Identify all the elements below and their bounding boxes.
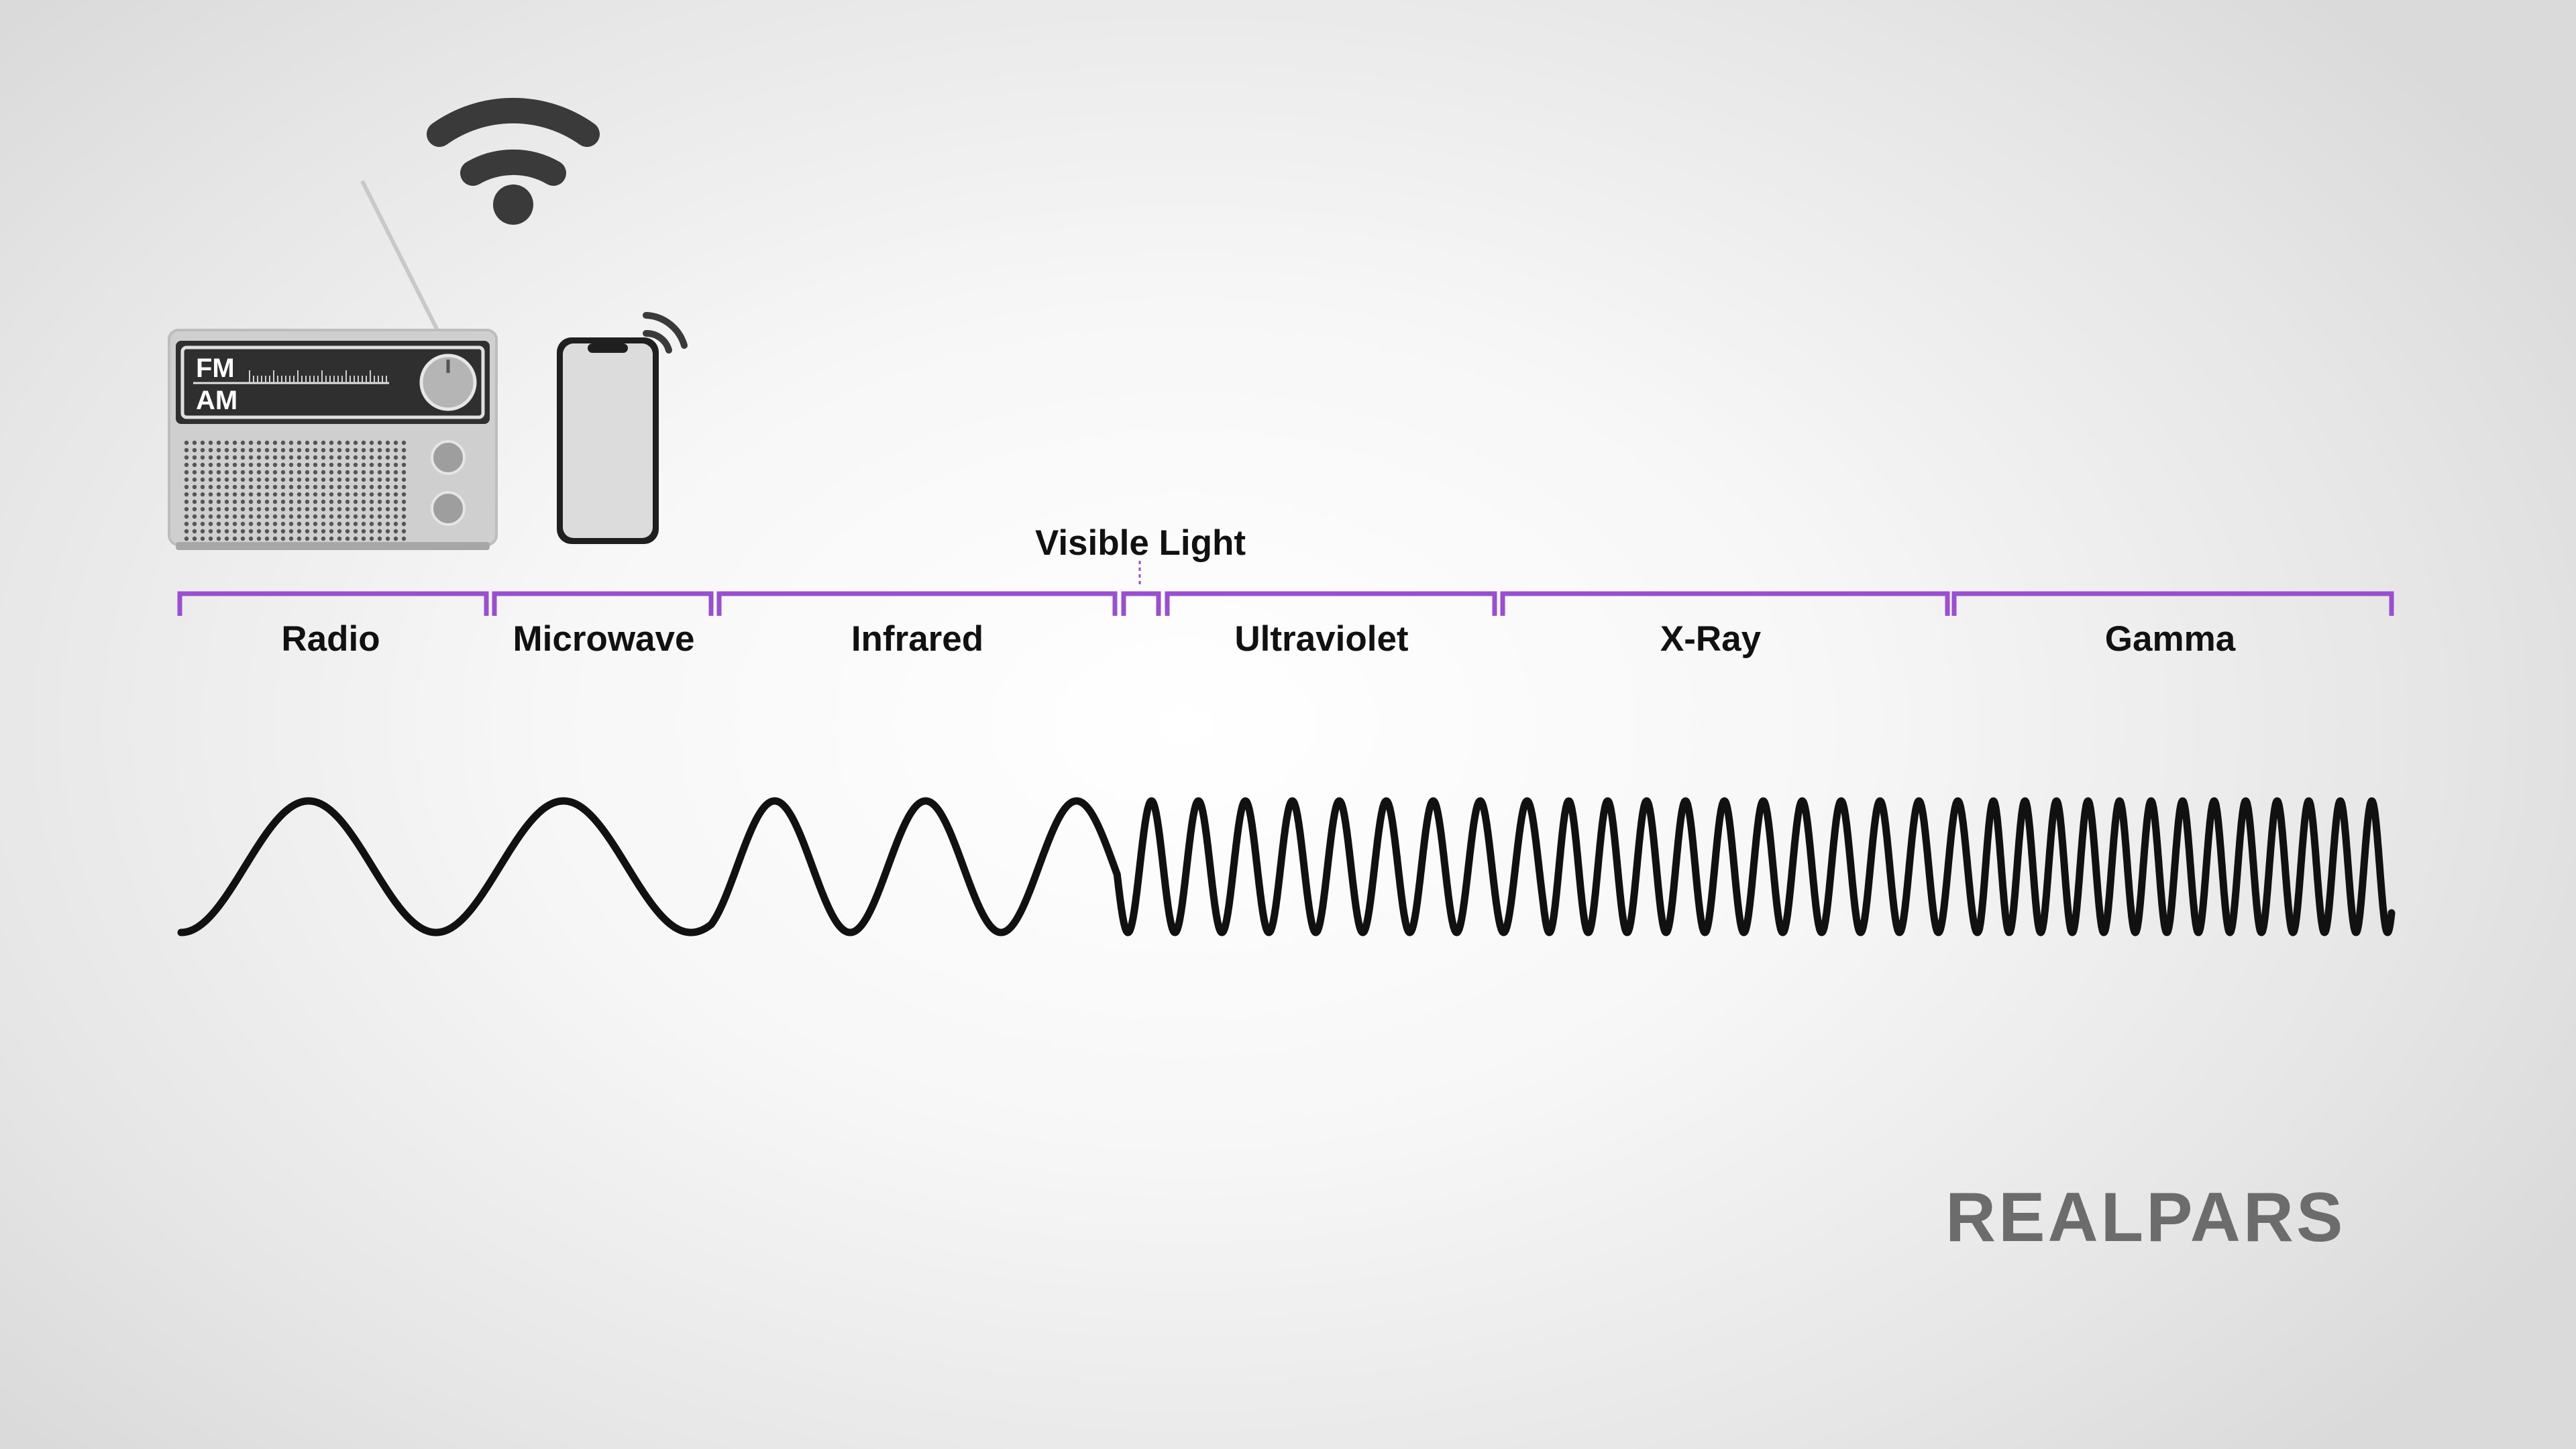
band-label-infrared: Infrared [851, 619, 984, 659]
am-label: AM [196, 386, 237, 415]
bracket-gamma [1951, 591, 2394, 616]
bracket-ultraviolet [1165, 591, 1497, 616]
fm-label: FM [196, 354, 235, 383]
tuning-knob [431, 491, 466, 526]
band-label-radio: Radio [281, 619, 380, 659]
speaker-grille [184, 440, 407, 541]
bracket-microwave [492, 591, 714, 616]
logo-text: REALPARS [1945, 1179, 2345, 1256]
band-label-ultraviolet: Ultraviolet [1234, 619, 1409, 659]
signal-icon [643, 312, 688, 354]
band-label-gamma: Gamma [2104, 619, 2236, 659]
realpars-logo: REALPARS [1945, 1179, 2345, 1256]
band-label-microwave: Microwave [513, 619, 695, 659]
band-brackets [177, 591, 2394, 616]
bracket-infrared [716, 591, 1118, 616]
visible-light-label: Visible Light [1034, 523, 1246, 563]
smartphone-icon [557, 312, 688, 544]
radio-icon: FM AM [168, 180, 498, 550]
bracket-radio [177, 591, 489, 616]
wifi-icon [427, 98, 600, 225]
bracket-visible [1121, 591, 1161, 616]
band-label-xray: X-Ray [1660, 619, 1762, 659]
volume-knob [431, 440, 466, 475]
tuner-scale [249, 370, 387, 383]
bracket-xray [1500, 591, 1950, 616]
em-wave [177, 797, 2396, 936]
